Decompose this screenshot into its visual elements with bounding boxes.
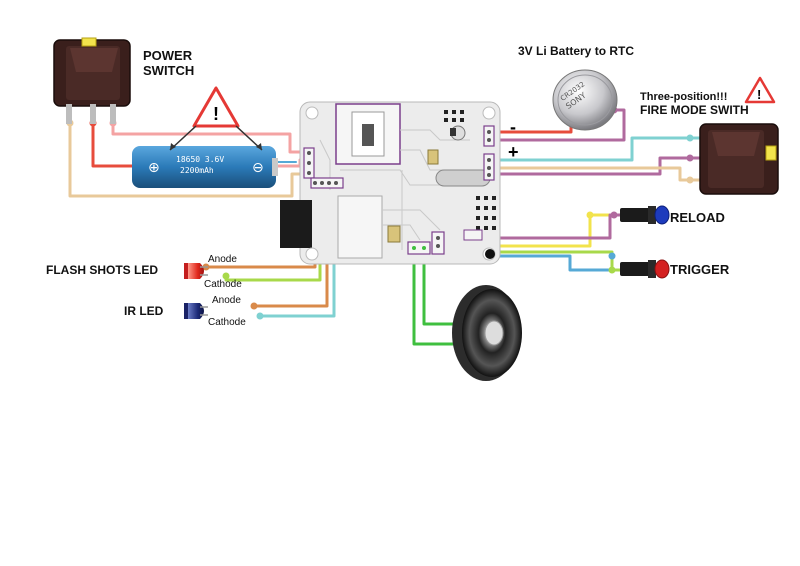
radio-module <box>337 195 383 259</box>
speaker-connector <box>407 241 431 255</box>
button-connector <box>431 231 445 255</box>
flash-led-label: FLASH SHOTS LED <box>46 263 158 277</box>
ir-anode-label: Anode <box>212 295 241 306</box>
reload-button <box>620 205 670 225</box>
wire-speaker-1 <box>422 250 460 326</box>
flash-cathode-label: Cathode <box>204 279 242 290</box>
wire-fire-purple <box>490 156 702 176</box>
speaker <box>452 285 522 381</box>
fire-mode-label: FIRE MODE SWITH <box>640 103 749 117</box>
wire-red-power <box>91 121 142 168</box>
wire-tan-power <box>68 121 310 198</box>
fire-mode-switch <box>699 123 779 195</box>
three-position-label: Three-position!!! <box>640 91 727 103</box>
svg-text:⊕: ⊕ <box>148 160 160 176</box>
wire-trigger-lime <box>436 250 622 272</box>
display-connector <box>280 200 312 248</box>
battery-print-2: 2200mAh <box>180 166 214 175</box>
rtc-plus-label: + <box>508 142 519 162</box>
power-switch-label-2: SWITCH <box>143 63 194 78</box>
pcb-board <box>280 101 501 265</box>
rtc-minus-label: - <box>510 117 516 137</box>
power-switch <box>53 37 131 124</box>
warning-glyph-2: ! <box>757 87 761 102</box>
wire-reload-yellow <box>436 213 622 248</box>
flash-led <box>184 263 208 279</box>
rtc-connector <box>483 125 495 147</box>
wire-fire-cyan <box>490 136 702 162</box>
trigger-button <box>620 259 670 279</box>
crystal <box>435 169 491 187</box>
wire-rtc-purple <box>490 108 626 142</box>
ir-led <box>184 303 208 319</box>
ir-led-label: IR LED <box>124 304 164 318</box>
trigger-label: TRIGGER <box>670 262 730 277</box>
reload-label: RELOAD <box>670 210 725 225</box>
coin-cell-battery: SONY CR2032 <box>552 69 618 131</box>
flash-anode-label: Anode <box>208 254 237 265</box>
rtc-label: 3V Li Battery to RTC <box>518 44 634 58</box>
battery-print-1: 18650 3.6V <box>176 155 224 164</box>
warning-glyph: ! <box>213 104 219 124</box>
warning-icon: ! <box>169 86 263 151</box>
ir-cathode-label: Cathode <box>208 317 246 328</box>
battery-18650: ⊕ ⊖ 18650 3.6V 2200mAh <box>132 146 278 188</box>
wire-pink-power <box>111 121 310 154</box>
wire-speaker-2 <box>412 250 460 346</box>
wire-trigger-blue <box>498 254 622 272</box>
warning-icon-fire-mode: ! <box>744 76 776 104</box>
power-switch-label-1: POWER <box>143 48 193 63</box>
svg-text:⊖: ⊖ <box>252 160 264 176</box>
